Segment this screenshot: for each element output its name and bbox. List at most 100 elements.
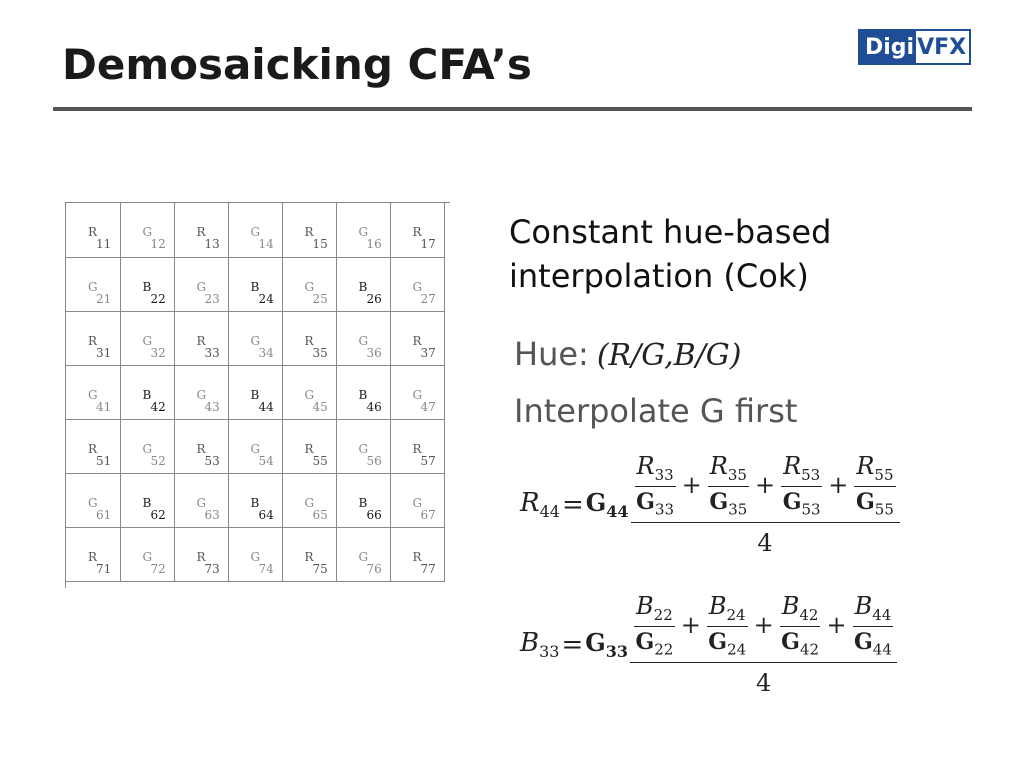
ratio-denominator-subscript: 53 bbox=[801, 500, 821, 519]
ratio-denominator-subscript: 42 bbox=[799, 640, 820, 659]
plus-sign: + bbox=[754, 471, 776, 500]
ratio-numerator: B42 bbox=[781, 592, 819, 624]
ratio-numerator: R53 bbox=[783, 452, 821, 484]
title-divider bbox=[53, 107, 972, 111]
ratio-numerator: R35 bbox=[709, 452, 747, 484]
cfa-cell-channel: B bbox=[142, 495, 152, 510]
logo-part-vfx: VFX bbox=[916, 31, 967, 63]
cfa-cell-channel: G bbox=[412, 387, 423, 402]
plus-sign: + bbox=[826, 611, 847, 640]
ratio-denominator: G55 bbox=[855, 488, 894, 519]
cfa-cell-index: 77 bbox=[420, 561, 436, 576]
cfa-cell-index: 23 bbox=[204, 291, 220, 306]
cfa-cell-index: 12 bbox=[150, 237, 166, 251]
ratio-denominator: G35 bbox=[709, 488, 748, 519]
cfa-cell-index: 73 bbox=[204, 561, 220, 576]
fraction-denominator: 4 bbox=[757, 529, 773, 558]
cfa-cell-channel: G bbox=[88, 387, 98, 402]
cfa-cell-index: 61 bbox=[96, 507, 112, 522]
green-factor-subscript: 44 bbox=[606, 501, 629, 521]
equation-lhs-subscript: 44 bbox=[539, 502, 560, 522]
ratio-numerator-subscript: 44 bbox=[872, 605, 892, 624]
ratio-numerator: B24 bbox=[708, 592, 746, 624]
cfa-cell-index: 22 bbox=[150, 291, 166, 306]
cfa-cell-channel: R bbox=[196, 333, 206, 348]
cfa-cell-channel: G bbox=[142, 549, 153, 564]
cfa-cell-channel: G bbox=[142, 225, 153, 239]
cfa-cell-channel: G bbox=[412, 279, 423, 294]
method-description: Constant hue-based interpolation (Cok) bbox=[509, 213, 832, 295]
cfa-cell-index: 21 bbox=[96, 291, 112, 306]
ratio-numerator-subscript: 53 bbox=[801, 465, 821, 484]
cfa-cell-index: 24 bbox=[258, 291, 274, 306]
cfa-cell-channel: B bbox=[250, 495, 260, 510]
ratio-denominator: G44 bbox=[853, 628, 892, 659]
interpolate-text: Interpolate G first bbox=[514, 392, 798, 430]
cfa-cell-index: 56 bbox=[366, 453, 382, 468]
cfa-cell-index: 47 bbox=[420, 399, 436, 414]
fraction-bar bbox=[630, 662, 898, 664]
cfa-cell-channel: G bbox=[142, 441, 153, 456]
cfa-cell-index: 31 bbox=[96, 345, 112, 360]
cfa-cell-index: 67 bbox=[420, 507, 436, 522]
cfa-cell-channel: G bbox=[358, 549, 369, 564]
cfa-cell-channel: R bbox=[304, 441, 314, 456]
cfa-cell-index: 63 bbox=[204, 507, 220, 522]
green-factor: G33 bbox=[585, 628, 629, 661]
cfa-cell-index: 16 bbox=[366, 237, 382, 251]
ratio-denominator-subscript: 24 bbox=[727, 640, 747, 659]
logo-part-digi: Digi bbox=[860, 31, 917, 63]
plus-sign: + bbox=[680, 611, 701, 640]
cfa-cell-channel: R bbox=[412, 225, 422, 239]
digivfx-logo: Digi VFX bbox=[858, 29, 971, 65]
ratio-bar bbox=[634, 485, 676, 487]
cfa-cell-channel: G bbox=[250, 225, 261, 239]
cfa-cell-index: 25 bbox=[312, 291, 328, 306]
cfa-cell-index: 62 bbox=[150, 507, 166, 522]
cfa-cell-channel: G bbox=[196, 279, 207, 294]
cfa-cell-index: 51 bbox=[96, 453, 112, 468]
ratio-numerator-subscript: 35 bbox=[727, 465, 747, 484]
cfa-cell-channel: G bbox=[142, 333, 153, 348]
ratio-bar bbox=[707, 485, 749, 487]
equals-sign: = bbox=[561, 629, 584, 660]
cfa-cell-index: 34 bbox=[258, 345, 274, 360]
cfa-cell-index: 42 bbox=[150, 399, 166, 414]
